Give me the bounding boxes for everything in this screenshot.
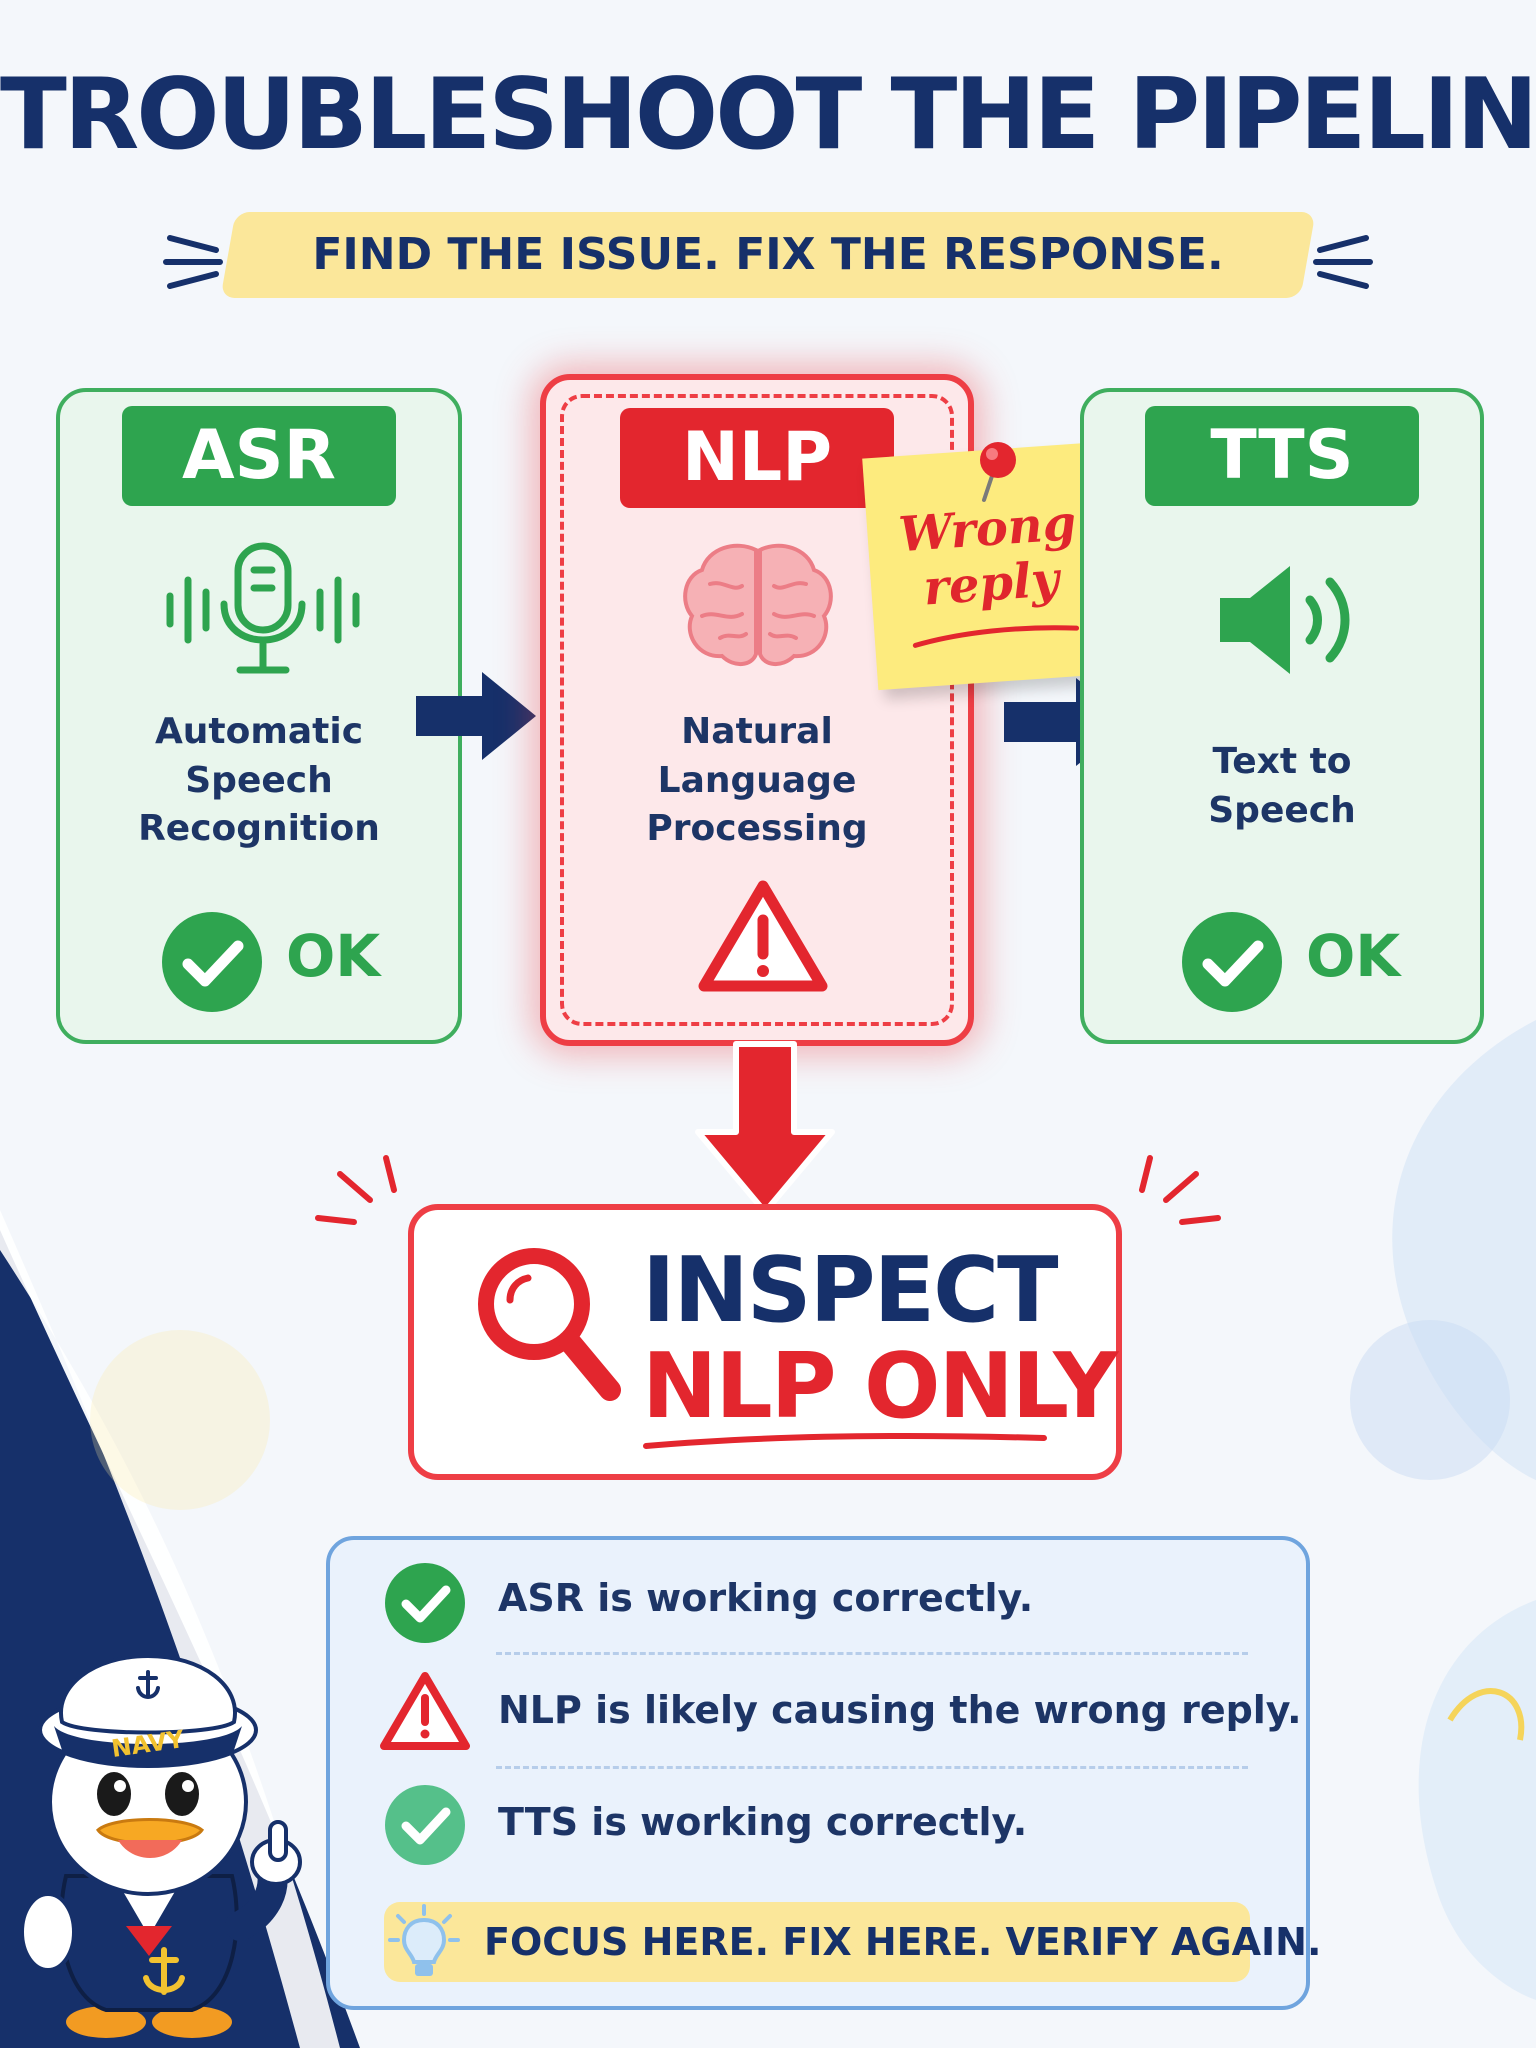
status-tts: OK bbox=[1306, 922, 1401, 990]
stage-desc-line: Natural bbox=[681, 711, 833, 752]
magnifier-icon bbox=[478, 1248, 621, 1401]
sticky-note-text: Wrong reply bbox=[866, 494, 1113, 621]
stage-desc-nlp: Natural Language Processing bbox=[546, 708, 968, 854]
underline-scribble bbox=[643, 1433, 1047, 1449]
check-circle-icon bbox=[385, 1785, 465, 1865]
speaker-icon bbox=[1220, 566, 1350, 674]
tip-text: FOCUS HERE. FIX HERE. VERIFY AGAIN. bbox=[484, 1920, 1322, 1964]
pushpin-icon bbox=[980, 442, 1016, 502]
stage-desc-line: Speech bbox=[185, 759, 333, 801]
page-title: TROUBLESHOOT THE PIPELINE bbox=[0, 58, 1536, 172]
inspect-line-2: NLP ONLY bbox=[642, 1334, 1118, 1439]
status-asr: OK bbox=[286, 922, 381, 990]
sparkle-right-icon bbox=[1313, 235, 1373, 289]
stage-desc-line: Automatic bbox=[154, 711, 364, 752]
duck-mascot: NAVY bbox=[20, 1653, 302, 2038]
summary-item-tts: TTS is working correctly. bbox=[498, 1800, 1028, 1844]
divider bbox=[496, 1652, 1248, 1655]
warning-icon bbox=[698, 880, 828, 992]
lightbulb-icon bbox=[388, 1904, 460, 1976]
page-subtitle: FIND THE ISSUE. FIX THE RESPONSE. bbox=[312, 229, 1224, 280]
stage-desc-tts: Text to Speech bbox=[1084, 738, 1480, 835]
stage-badge-nlp: NLP bbox=[620, 408, 894, 508]
sticky-note: Wrong reply bbox=[862, 441, 1118, 691]
microphone-icon bbox=[166, 542, 360, 674]
check-circle-icon bbox=[385, 1563, 465, 1643]
stage-card-asr: ASR Automatic Speech Recognition OK bbox=[56, 388, 462, 1044]
check-circle-icon bbox=[1182, 912, 1282, 1012]
warning-icon bbox=[380, 1672, 470, 1750]
stage-desc-line: Speech bbox=[1208, 789, 1356, 831]
inspect-line-1: INSPECT bbox=[642, 1238, 1059, 1343]
check-circle-icon bbox=[162, 912, 262, 1012]
stage-card-tts: TTS Text to Speech OK bbox=[1080, 388, 1484, 1044]
underline-scribble bbox=[912, 625, 1080, 648]
stage-badge-tts: TTS bbox=[1145, 406, 1419, 506]
tip-banner bbox=[384, 1902, 1250, 1982]
sparkle-left-icon bbox=[163, 235, 223, 289]
summary-item-nlp: NLP is likely causing the wrong reply. bbox=[498, 1688, 1302, 1732]
burst-left-icon bbox=[315, 1155, 397, 1225]
summary-item-asr: ASR is working correctly. bbox=[498, 1576, 1034, 1620]
stage-desc-line: Processing bbox=[646, 808, 868, 850]
brain-icon bbox=[683, 543, 833, 666]
stage-desc-line: Text to bbox=[1212, 741, 1352, 782]
stage-desc-line: Recognition bbox=[138, 808, 380, 850]
stage-badge-asr: ASR bbox=[122, 406, 396, 506]
dashed-highlight bbox=[560, 394, 954, 1026]
arrow-down-icon bbox=[695, 1041, 835, 1215]
divider bbox=[496, 1766, 1248, 1769]
stage-desc-asr: Automatic Speech Recognition bbox=[60, 708, 458, 854]
burst-right-icon bbox=[1139, 1155, 1221, 1225]
stage-desc-line: Language bbox=[657, 759, 857, 801]
arrow-right-icon bbox=[416, 672, 536, 760]
